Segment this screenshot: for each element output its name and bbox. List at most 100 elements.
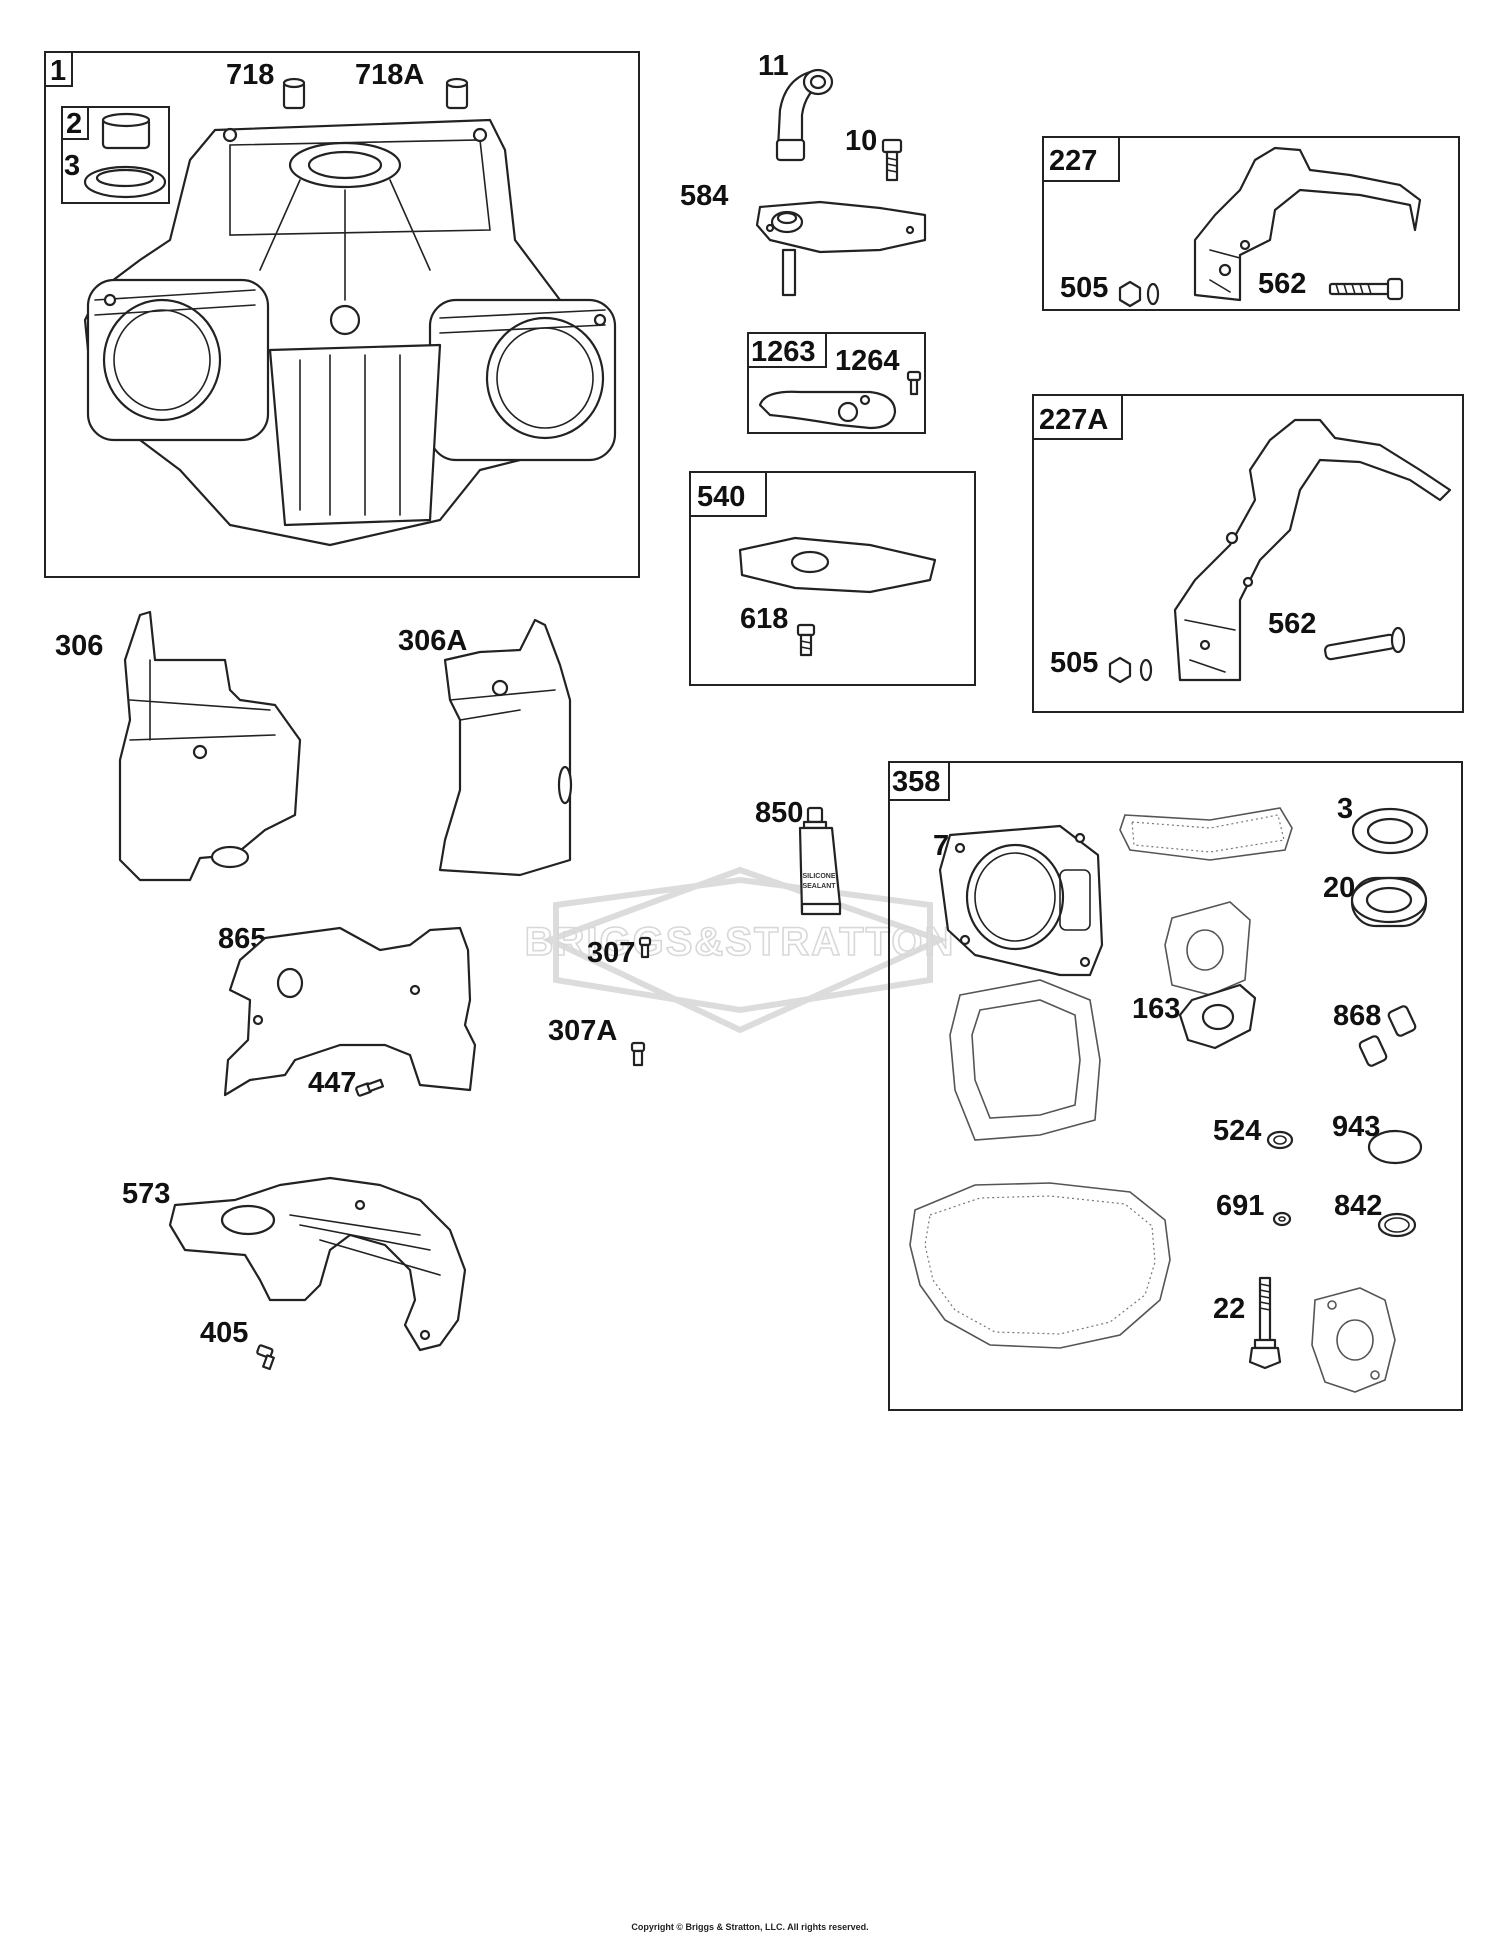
watermark-text: BRIGGS&STRATTON [525,920,956,964]
group-227A-frame [1032,394,1464,713]
screw-10-part [881,138,903,182]
callout-405: 405 [200,1317,248,1349]
callout-22: 22 [1213,1293,1245,1325]
rocker-cover-gasket-part [949,979,1101,1141]
group-227A-bracket: 227A 505 562 [1032,394,1464,713]
bolt-22-part [1248,1276,1282,1370]
screw-307-part [638,936,652,959]
group-227-tag [1042,136,1120,182]
group-540-tag [689,471,767,517]
callout-562-upper: 562 [1258,268,1306,300]
callout-718A: 718A [355,59,424,91]
group-540-label: 540 [697,481,745,513]
nut-505-lower-part [1108,656,1153,684]
group-1263-label: 1263 [751,336,816,368]
baffle-plate-part [223,926,477,1097]
cylinder-shroud-a-part [438,618,573,877]
group-227-bracket: 227 505 562 [1042,136,1460,311]
group-358-frame [888,761,1463,1411]
group-358-label: 358 [892,766,940,798]
callout-850: 850 [755,797,803,829]
group-1-cylinder-block: 1 2 3 718 718A [44,51,640,578]
screw-1264-part [906,370,922,396]
exhaust-gasket-part [1311,1287,1396,1393]
screw-562-upper-part [1328,277,1404,301]
air-guide-part [168,1176,467,1352]
screw-307A-part [630,1041,646,1067]
group-2-tag [61,106,89,140]
group-1263-frame [747,332,926,434]
valve-seal-868-part [1358,1005,1417,1067]
o-ring-842-part [1377,1212,1417,1238]
group-358-tag [888,761,950,801]
callout-3-gasket-set: 3 [1337,793,1353,825]
callout-306: 306 [55,630,103,662]
tube-label-line2: SEALANT [802,883,836,890]
group-358-gasket-set: 358 7 3 20 [888,761,1463,1411]
brand-watermark: BRIGGS&STRATTON [524,866,956,1034]
pin-562-lower-part [1324,626,1406,661]
control-bracket-part [1193,146,1422,302]
group-1-frame [44,51,640,578]
callout-573: 573 [122,1178,170,1210]
tube-label-line1: SILICONE [802,873,835,880]
callout-584: 584 [680,180,728,212]
crankcase-gasket-part [909,1182,1171,1349]
nut-505-upper-part [1118,280,1160,308]
callout-306A: 306A [398,625,467,657]
group-227-frame [1042,136,1460,311]
callout-618: 618 [740,603,788,635]
sealant-tube-part: SILICONE SEALANT [798,806,842,916]
intake-gasket-163-part [1178,983,1257,1050]
bushing-part [101,112,151,150]
group-227A-tag [1032,394,1123,440]
cylinder-shroud-part [118,610,302,882]
screw-447-part [355,1078,385,1097]
callout-20: 20 [1323,872,1355,904]
control-bracket-a-part [1173,418,1452,682]
callout-3-seal: 3 [64,150,80,182]
callout-10: 10 [845,125,877,157]
callout-562-lower: 562 [1268,608,1316,640]
callout-307: 307 [587,937,635,969]
group-540-gasket: 540 618 [689,471,976,686]
callout-868: 868 [1333,1000,1381,1032]
callout-842: 842 [1334,1190,1382,1222]
callout-1264: 1264 [835,345,900,377]
cylinder-block-part [83,118,617,547]
ring-524-part [1266,1130,1294,1150]
dowel-pin-part [282,77,306,110]
head-gasket-part [938,824,1104,977]
group-2-label: 2 [66,108,82,140]
lever-plate-part [758,390,897,430]
group-227A-label: 227A [1039,404,1108,436]
copyright-notice: Copyright © Briggs & Stratton, LLC. All … [631,1922,869,1932]
screw-405-part [256,1344,275,1371]
callout-691: 691 [1216,1190,1264,1222]
seal-20-part [1350,876,1428,928]
callout-524: 524 [1213,1115,1261,1147]
o-ring-943-part [1367,1129,1423,1165]
breather-gasket-part [738,536,937,594]
screw-618-part [796,623,816,657]
breather-plate-part [755,200,927,297]
dowel-pin-a-part [445,77,469,110]
washer-691-part [1272,1211,1292,1227]
group-1-tag [44,51,73,87]
oil-seal-part [83,165,167,199]
seal-3-part [1351,807,1429,855]
callout-447: 447 [308,1067,356,1099]
group-1263-lever: 1263 1264 [747,332,926,434]
callout-718: 718 [226,59,274,91]
group-1-label: 1 [50,55,66,87]
valve-cover-gasket-part [1119,807,1293,861]
callout-307A: 307A [548,1015,617,1047]
callout-11: 11 [758,50,789,82]
group-227-label: 227 [1049,145,1097,177]
callout-505-lower: 505 [1050,647,1098,679]
group-1263-tag [747,332,827,368]
group-2-frame [61,106,170,204]
intake-gasket-part [1164,901,1251,996]
